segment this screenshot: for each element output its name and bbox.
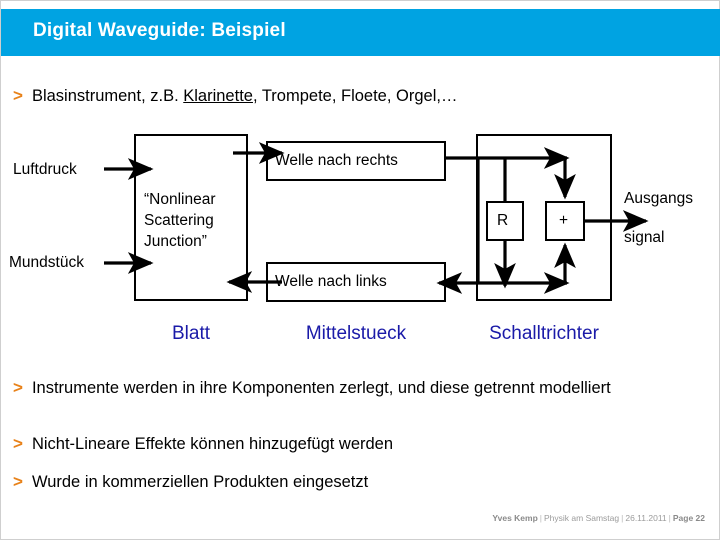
intro-bullet: > Blasinstrument, z.B. Klarinette, Tromp… [13, 85, 703, 107]
junction-label: “Nonlinear Scattering Junction” [144, 187, 248, 253]
delay-box-label: R [497, 212, 509, 229]
junction-box [134, 134, 248, 301]
section-label-schalltrichter: Schalltrichter [489, 323, 599, 344]
junction-line-1: “Nonlinear [144, 190, 216, 208]
mundstueck-label: Mundstück [9, 254, 84, 271]
footer: Yves Kemp|Physik am Samstag|26.11.2011|P… [492, 513, 705, 523]
sum-box-label: + [559, 212, 569, 229]
delay-box [486, 201, 524, 241]
intro-underlined: Klarinette [183, 87, 253, 105]
luftdruck-label: Luftdruck [13, 161, 77, 178]
list-item: > Wurde in kommerziellen Produkten einge… [13, 471, 653, 493]
title-bar: Digital Waveguide: Beispiel [1, 9, 720, 56]
list-item-text: Wurde in kommerziellen Produkten eingese… [31, 473, 369, 491]
footer-separator: | [668, 513, 671, 523]
intro-after: , Trompete, Floete, Orgel,… [252, 87, 458, 105]
footer-date: 26.11.2011 [625, 513, 667, 523]
junction-line-3: Junction” [144, 232, 207, 250]
bullet-marker-icon: > [13, 378, 23, 397]
sum-box [545, 201, 585, 241]
wave-right-label: Welle nach rechts [275, 152, 398, 169]
footer-separator: | [539, 513, 543, 523]
bullet-marker-icon: > [13, 434, 23, 453]
list-item: > Nicht-Lineare Effekte können hinzugefü… [13, 433, 653, 455]
footer-event: Physik am Samstag [544, 513, 620, 523]
bullet-marker-icon: > [13, 472, 23, 491]
wave-left-box [266, 262, 446, 302]
intro-bullet-text: Blasinstrument, z.B. Klarinette, Trompet… [32, 85, 458, 107]
page-title: Digital Waveguide: Beispiel [33, 20, 286, 41]
output-label-line-2: signal [624, 229, 665, 246]
junction-line-2: Scattering [144, 211, 214, 229]
bell-box [476, 134, 612, 301]
output-label-line-1: Ausgangs [624, 190, 693, 207]
intro-before: Blasinstrument, z.B. [31, 87, 184, 105]
wave-left-label: Welle nach links [275, 273, 387, 290]
list-item-text: Nicht-Lineare Effekte können hinzugefügt… [31, 435, 394, 453]
footer-separator: | [621, 513, 624, 523]
footer-author: Yves Kemp [492, 513, 538, 523]
bullet-marker-icon: > [13, 86, 23, 105]
list-item: > Instrumente werden in ihre Komponenten… [13, 377, 653, 399]
section-label-mittelstueck: Mittelstueck [305, 323, 407, 344]
footer-page: Page 22 [672, 513, 705, 523]
section-label-blatt: Blatt [171, 323, 211, 344]
wave-right-box [266, 141, 446, 181]
list-item-text: Instrumente werden in ihre Komponenten z… [31, 379, 611, 397]
